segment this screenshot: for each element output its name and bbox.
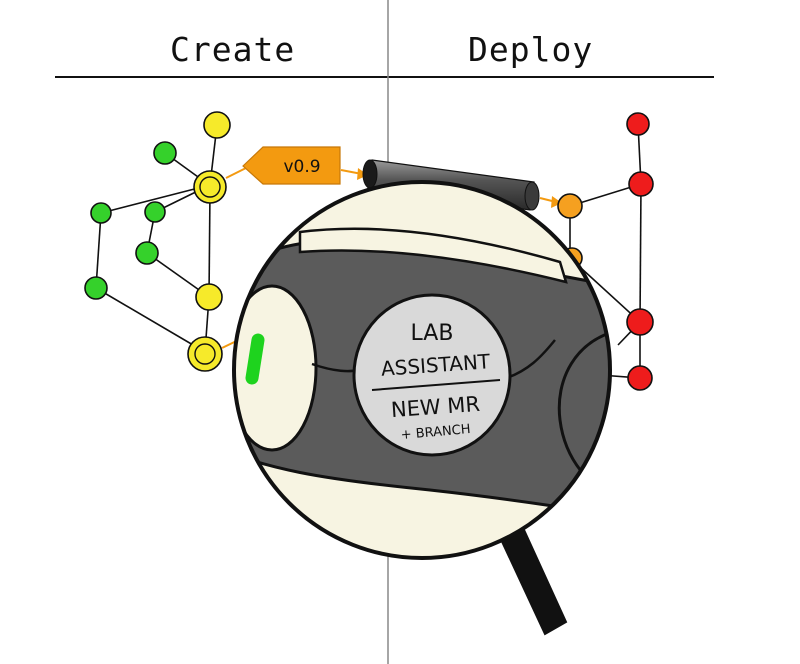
yellow-node-current: [187, 336, 223, 372]
green-node: [90, 202, 112, 224]
badge-line-branch: + BRANCH: [400, 422, 471, 443]
orange-node: [557, 193, 583, 219]
green-highlight: [245, 333, 265, 385]
red-node: [626, 308, 654, 336]
yellow-node-tagged: [193, 170, 227, 204]
red-node: [627, 365, 653, 391]
create-graph-nodes: [84, 111, 231, 372]
create-heading: Create: [170, 30, 296, 69]
version-tag: v0.9: [225, 146, 368, 185]
lab-assistant-badge: LAB ASSISTANT NEW MR + BRANCH: [352, 293, 512, 457]
version-tag-label: v0.9: [283, 157, 320, 177]
green-node: [153, 141, 177, 165]
green-node: [84, 276, 108, 300]
red-node: [628, 171, 654, 197]
yellow-node: [203, 111, 231, 139]
yellow-node: [195, 283, 223, 311]
badge-line-lab: LAB: [411, 321, 454, 346]
red-node: [626, 112, 650, 136]
green-node: [135, 241, 159, 265]
deploy-heading: Deploy: [468, 30, 594, 69]
green-node: [144, 201, 166, 223]
